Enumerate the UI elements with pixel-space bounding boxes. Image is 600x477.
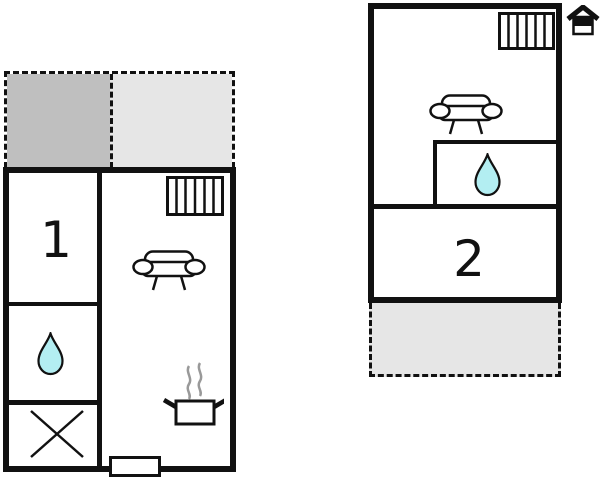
bathroom-wall-top [433, 140, 556, 144]
attic-house-icon [566, 5, 600, 36]
sofa-icon [132, 250, 206, 291]
cooking-pot-icon [162, 362, 224, 426]
interior-wall-vertical [97, 173, 102, 466]
terrace-section-light [110, 74, 232, 168]
water-drop-icon [474, 153, 501, 197]
room-2-label: 2 [453, 230, 485, 288]
door-icon [109, 456, 161, 477]
water-drop-icon [37, 332, 64, 376]
sofa-icon [429, 94, 503, 135]
interior-wall-room1-bath [9, 302, 102, 306]
steam-icon [197, 362, 203, 397]
upper-terrace [369, 303, 561, 377]
interior-wall-room2 [374, 204, 556, 209]
upper-floor-outline [368, 3, 562, 303]
room-1-label: 1 [40, 211, 72, 269]
bathroom-wall-left [433, 140, 437, 208]
ground-terrace [4, 71, 235, 168]
radiator-icon [498, 12, 555, 50]
radiator-icon [166, 176, 224, 216]
interior-wall-bath-storage [9, 400, 102, 405]
cross-icon [30, 410, 84, 458]
steam-icon [186, 365, 192, 400]
terrace-section-dark [7, 74, 110, 168]
